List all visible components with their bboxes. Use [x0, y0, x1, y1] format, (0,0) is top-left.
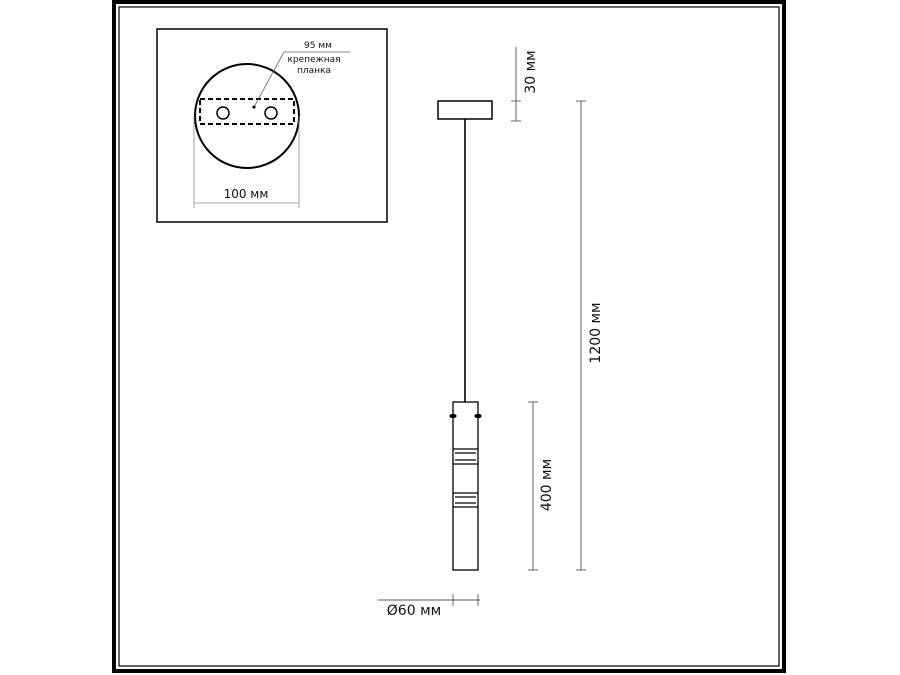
canopy — [437, 100, 493, 120]
bracket-label-1: крепежная — [287, 55, 340, 65]
screw-hole — [264, 106, 278, 120]
pendant-lamp — [437, 100, 493, 571]
shade — [449, 401, 482, 571]
drawing-frame — [112, 0, 786, 673]
mounting-inset: 95 мм крепежная планка 100 мм — [156, 28, 388, 223]
bracket-size-label: 95 мм — [304, 41, 332, 51]
leader-line — [253, 51, 350, 108]
shade-diameter-label: Ø60 мм — [387, 603, 441, 619]
mounting-bracket — [199, 98, 295, 125]
shade-height-label: 400 мм — [539, 459, 555, 511]
dimensions — [378, 47, 586, 606]
screw-hole — [216, 106, 230, 120]
bracket-label-2: планка — [297, 66, 331, 76]
canopy-top-view — [194, 63, 300, 169]
total-height-label: 1200 мм — [588, 302, 604, 363]
canopy-height-label: 30 мм — [523, 50, 539, 93]
canopy-diameter-label: 100 мм — [224, 187, 269, 201]
